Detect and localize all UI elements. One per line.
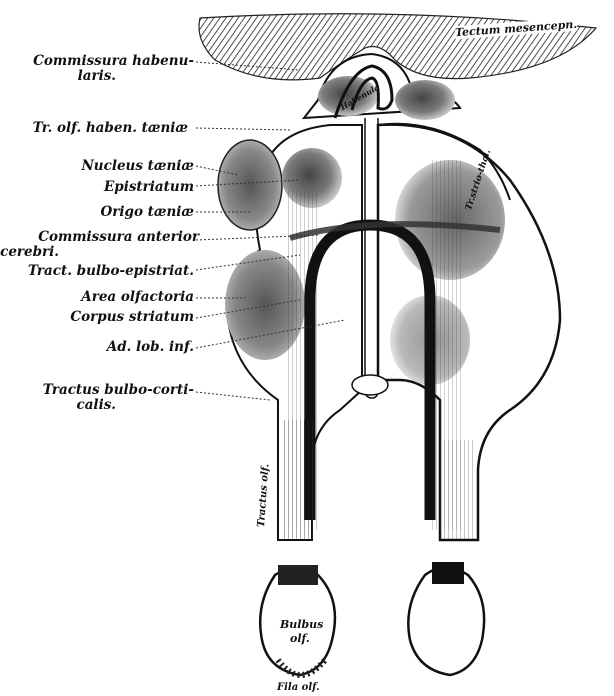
label-commissura-habenularis-1: Commissura habenu- xyxy=(33,54,194,69)
label-bulbus-olf-1: Bulbus xyxy=(280,618,323,631)
label-corpus-striatum: Corpus striatum xyxy=(70,310,194,325)
label-tractus-bulbo-corticalis-1: Tractus bulbo-corti- xyxy=(43,383,194,398)
label-commissura-habenularis-2: laris. xyxy=(78,69,116,84)
label-area-olfactoria: Area olfactoria xyxy=(81,290,194,305)
label-commissura-anterior-1: Commissura anterior xyxy=(38,230,199,245)
label-ad-lob-inf: Ad. lob. inf. xyxy=(107,340,194,355)
label-tr-olf-haben-taeniae: Tr. olf. haben. tæniæ xyxy=(33,121,188,136)
label-commissura-anterior-2: cerebri. xyxy=(0,245,59,260)
label-fila-olf: Fila olf. xyxy=(277,682,320,693)
label-epistriatum: Epistriatum xyxy=(104,180,194,195)
label-origo-taeniae: Origo tæniæ xyxy=(101,205,194,220)
label-nucleus-taeniae: Nucleus tæniæ xyxy=(81,159,194,174)
label-bulbus-olf-2: olf. xyxy=(290,632,310,645)
label-tract-bulbo-epistriat: Tract. bulbo-epistriat. xyxy=(28,264,194,279)
label-tractus-bulbo-corticalis-2: calis. xyxy=(76,398,116,413)
